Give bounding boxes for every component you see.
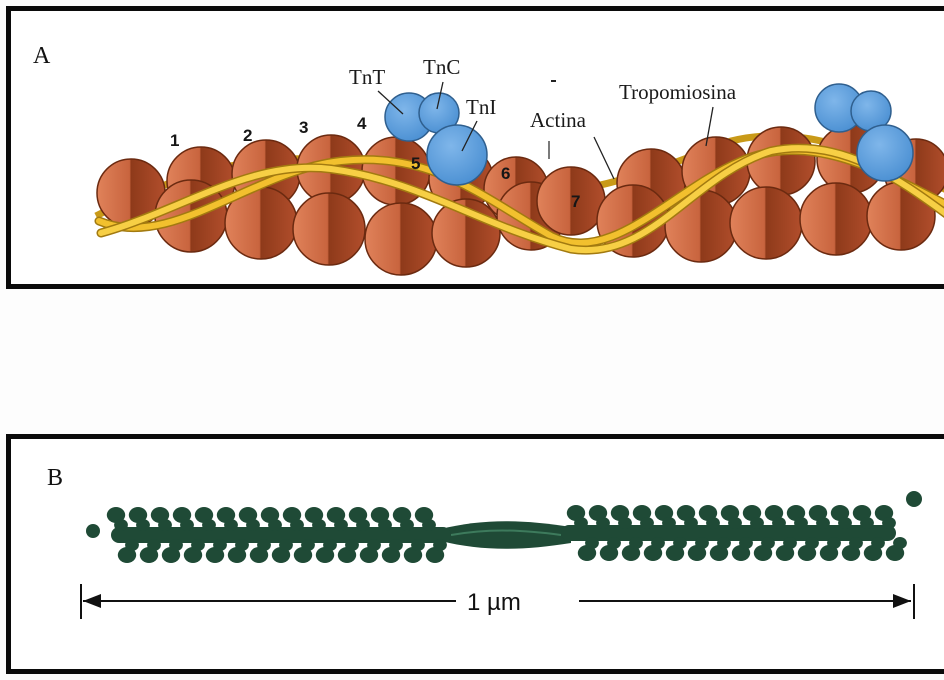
label-tni: TnI [466,95,496,119]
myosin-head [202,519,216,531]
monomer-number-7: 7 [571,192,580,211]
scale-arrow-right [893,594,911,608]
myosin-head [323,539,337,551]
monomer-number-3: 3 [299,118,308,137]
myosin-head [279,539,293,551]
myosin-head [422,519,436,531]
myosin-head [860,517,874,529]
myosin-head [114,519,128,531]
myosin-head [585,537,599,549]
leader-actina [594,137,614,179]
myosin-head [596,517,610,529]
myosin-head [290,519,304,531]
myosin-head [827,537,841,549]
myosin-head [618,517,632,529]
myosin-head [246,519,260,531]
scale-bar-label: 1 µm [467,589,521,616]
monomer-number-6: 6 [501,164,510,183]
myosin-head [772,517,786,529]
myosin-end-head [906,491,922,507]
actin-monomer [747,127,815,195]
monomer-number-5: 5 [411,154,420,173]
myosin-head [147,539,161,551]
myosin-head [750,517,764,529]
myosin-head [662,517,676,529]
label-tropomiosina: Tropomiosina [619,80,737,104]
myosin-head [816,517,830,529]
scale-arrow-left [83,594,101,608]
monomer-number-4: 4 [357,114,367,133]
myosin-head [389,539,403,551]
myosin-head [706,517,720,529]
myosin-head [356,519,370,531]
myosin-head [574,517,588,529]
myosin-head [882,517,896,529]
myosin-head [158,519,172,531]
myosin-head [695,537,709,549]
myosin-head [651,537,665,549]
actin-monomer [730,187,802,259]
myosin-head [805,537,819,549]
myosin-head [400,519,414,531]
monomer-number-1: 1 [170,131,179,150]
myosin-head [268,519,282,531]
monomer-number-2: 2 [243,126,252,145]
myosin-head [629,537,643,549]
troponin-i [427,125,487,185]
myosin-head [235,539,249,551]
myosin-end-head [86,524,100,538]
myosin-head [257,539,271,551]
panel-b-thick-filament: B 1 µm [6,434,944,674]
myosin-head [180,519,194,531]
myosin-head [312,519,326,531]
myosin-head [871,537,885,549]
myosin-head [411,539,425,551]
label-actina: Actina [530,108,587,132]
myosin-head [191,539,205,551]
myosin-head [224,519,238,531]
myosin-head [301,539,315,551]
myosin-head [783,537,797,549]
myosin-head [607,537,621,549]
myosin-head [728,517,742,529]
myosin-head [213,539,227,551]
myosin-filament-diagram: 1 µm [11,439,944,679]
myosin-head [345,539,359,551]
myosin-bare-zone [441,521,571,549]
actin-monomer [365,203,437,275]
myosin-head [367,539,381,551]
myosin-head [684,517,698,529]
myosin-head [893,537,907,549]
label-tnc: TnC [423,55,460,79]
panel-a-thin-filament: A [6,6,944,289]
myosin-head [673,537,687,549]
myosin-head [125,539,139,551]
myosin-head [433,539,447,551]
thin-filament-diagram: 1 2 3 4 5 6 7 TnT TnC TnI Actina Tropomi… [11,11,944,294]
myosin-head [717,537,731,549]
myosin-head [794,517,808,529]
myosin-head [739,537,753,549]
troponin-i [857,125,913,181]
myosin-head [136,519,150,531]
label-tnt: TnT [349,65,385,89]
myosin-head [761,537,775,549]
myosin-head [640,517,654,529]
myosin-head [378,519,392,531]
myosin-head [838,517,852,529]
myosin-head [849,537,863,549]
myosin-head [169,539,183,551]
actin-monomer [293,193,365,265]
myosin-head [334,519,348,531]
actin-monomer [800,183,872,255]
